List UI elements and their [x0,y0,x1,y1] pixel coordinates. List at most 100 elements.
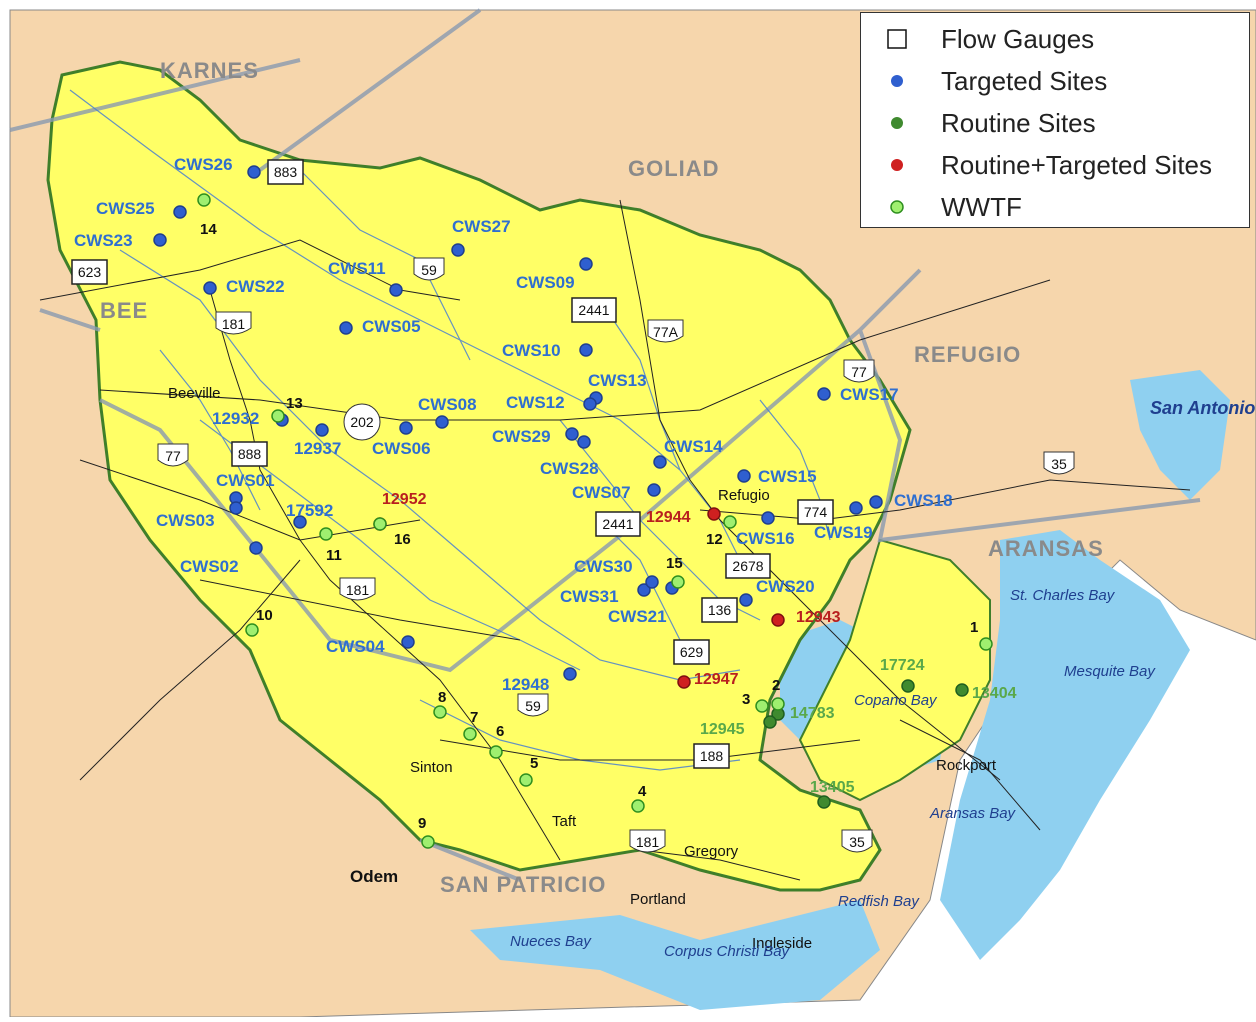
wwtf-marker [421,835,435,849]
town-gregory: Gregory [684,843,739,860]
targeted-site: CWS14 [653,437,723,469]
town-refugio: Refugio [718,487,770,504]
targeted-site: CWS20 [739,577,815,607]
targeted-marker [339,321,353,335]
targeted-marker [653,455,667,469]
town-rockport: Rockport [936,757,997,774]
county-boundaries [9,8,1201,882]
targeted-label: CWS02 [180,557,239,576]
highway-label: 188 [700,748,724,764]
town-taft: Taft [552,813,577,830]
targeted-marker [203,281,217,295]
wwtf-site: 16 [373,517,411,548]
routine-targeted-marker [771,613,785,627]
wwtf-label: 5 [530,755,538,772]
highway-label: 629 [680,644,704,660]
wwtf-site: 5 [519,755,538,787]
routine-targeted-label: 12952 [382,491,427,508]
wwtf-ring-icon [890,200,904,214]
town-sinton: Sinton [410,759,453,776]
targeted-label: CWS17 [840,385,899,404]
wwtf-marker [463,727,477,741]
targeted-label: CWS20 [756,577,815,596]
routine-marker [817,795,831,809]
targeted-site: CWS16 [736,511,795,548]
label-nueces-bay: Nueces Bay [510,933,592,950]
county-goliad: GOLIAD [628,156,720,181]
targeted-label: CWS30 [574,557,633,576]
wwtf-label: 16 [394,531,411,548]
targeted-site: CWS11 [328,259,403,297]
watershed-aransas-portion [798,538,991,802]
wwtf-marker [771,697,785,711]
highway-marker: 2441 [571,297,617,323]
legend-label: Routine Sites [941,107,1096,138]
targeted-label: 12932 [212,409,259,428]
targeted-site: CWS26 [174,155,261,179]
wwtf-site: 11 [319,527,342,564]
county-aransas: ARANSAS [988,536,1104,561]
targeted-site: CWS30 [574,557,651,597]
targeted-label: CWS27 [452,217,511,236]
targeted-marker [577,435,591,449]
targeted-label: CWS07 [572,483,631,502]
routine-label: 17724 [880,657,925,674]
targeted-marker [647,483,661,497]
highway-label: 774 [804,504,828,520]
targeted-label: CWS10 [502,341,561,360]
highway-marker: 2678 [725,553,771,579]
targeted-label: CWS09 [516,273,575,292]
wwtf-marker [723,515,737,529]
wwtf-label: 1 [970,619,978,636]
targeted-label: CWS14 [664,437,723,456]
targeted-marker [579,257,593,271]
highway-marker: 136 [701,597,738,623]
targeted-label: CWS23 [74,231,133,250]
targeted-site: CWS19 [814,501,873,542]
targeted-label: 17592 [286,501,333,520]
highway-marker: 2441 [595,511,641,537]
routine-targeted-dot-icon [891,159,903,171]
wwtf-marker [433,705,447,719]
wwtf-site: 1 [970,619,993,651]
legend-label: Targeted Sites [941,65,1108,96]
wwtf-marker [519,773,533,787]
targeted-label: 12948 [502,675,549,694]
routine-targeted-label: 12944 [646,509,691,526]
highway-marker: 59 [517,693,549,717]
targeted-marker [637,583,651,597]
roads [39,199,1191,881]
label-aransas-bay: Aransas Bay [929,805,1017,822]
targeted-site: CWS06 [372,421,431,458]
wwtf-label: 4 [638,783,647,800]
targeted-marker [399,421,413,435]
label-copano-bay: Copano Bay [854,692,938,709]
watershed-area [46,60,912,892]
wwtf-label: 10 [256,607,273,624]
highway-label: 2678 [732,558,763,574]
targeted-site: 12937 [294,423,341,458]
highway-marker: 181 [339,577,376,601]
targeted-marker [869,495,883,509]
targeted-marker [315,423,329,437]
wwtf-marker [197,193,211,207]
wwtf-marker [631,799,645,813]
routine-site: 12945 [700,715,777,738]
targeted-marker [173,205,187,219]
highway-marker: 883 [267,159,304,185]
wwtf-site: 4 [631,783,647,813]
targeted-site: CWS10 [502,341,593,360]
routine-marker [955,683,969,697]
county-refugio: REFUGIO [914,342,1021,367]
town-ingleside: Ingleside [752,935,812,952]
targeted-site: CWS25 [96,199,187,219]
routine-label: 12945 [700,721,745,738]
targeted-site: CWS07 [572,483,661,502]
legend: Flow Gauges Targeted Sites Routine Sites… [860,12,1250,228]
wwtf-site: 9 [418,815,435,849]
wwtf-label: 6 [496,723,504,740]
targeted-marker [153,233,167,247]
routine-targeted-marker [707,507,721,521]
routine-targeted-label: 12943 [796,609,841,626]
